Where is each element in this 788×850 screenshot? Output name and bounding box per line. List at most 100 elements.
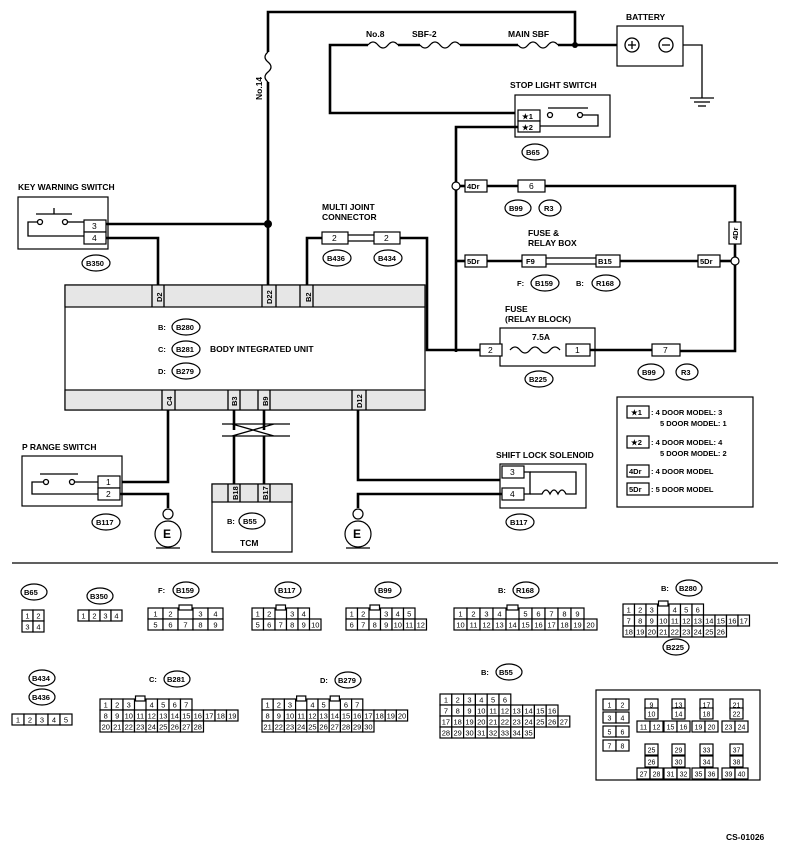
svg-text:B:: B: [576, 279, 584, 288]
svg-text:2: 2 [267, 610, 271, 619]
svg-text:4: 4 [114, 612, 118, 621]
connector-label-b280: B280 [679, 584, 697, 593]
svg-text:4Dr: 4Dr [467, 182, 480, 191]
svg-text:4: 4 [92, 233, 97, 243]
svg-text:17: 17 [703, 703, 711, 710]
svg-text:3: 3 [650, 606, 654, 615]
svg-text:22: 22 [501, 718, 509, 727]
svg-text:23: 23 [513, 718, 521, 727]
svg-text:2: 2 [92, 612, 96, 621]
connector-label-b99: B99 [378, 586, 392, 595]
svg-text:20: 20 [708, 725, 716, 732]
svg-text:★2: ★2 [522, 123, 533, 132]
svg-text:5: 5 [153, 621, 157, 630]
svg-text:1: 1 [25, 612, 29, 621]
svg-text:13: 13 [495, 621, 503, 630]
svg-text:7: 7 [279, 621, 283, 630]
svg-text:11: 11 [640, 725, 647, 732]
svg-text:8: 8 [456, 707, 460, 716]
pin-cell [615, 698, 630, 711]
pin-cell [59, 713, 73, 726]
svg-text:14: 14 [705, 617, 713, 626]
connector-label-b434: B434 [32, 674, 51, 683]
svg-text:E: E [163, 527, 171, 541]
legend: ★1 : 4 DOOR MODEL: 3 5 DOOR MODEL: 1 ★2 … [616, 396, 754, 508]
svg-text:4: 4 [479, 696, 483, 705]
svg-text:8: 8 [266, 712, 270, 721]
svg-text:B:: B: [158, 323, 166, 332]
svg-text:17: 17 [442, 718, 450, 727]
svg-text:B55: B55 [243, 517, 257, 526]
svg-text:C:: C: [149, 675, 157, 684]
fuse-no14-label: No.14 [254, 77, 264, 100]
svg-text:16: 16 [728, 617, 736, 626]
svg-text:19: 19 [387, 712, 395, 721]
svg-text:★1: ★1 [631, 408, 642, 417]
svg-text:9: 9 [213, 621, 217, 630]
svg-text:13: 13 [675, 703, 683, 710]
svg-text:15: 15 [521, 621, 529, 630]
svg-text:27: 27 [560, 718, 568, 727]
pin-cell [395, 709, 409, 722]
svg-text:B99: B99 [642, 368, 656, 377]
svg-text:6: 6 [621, 730, 625, 737]
svg-text:11: 11 [136, 712, 144, 721]
svg-text:3: 3 [288, 701, 292, 710]
svg-text:B65: B65 [526, 148, 540, 157]
connector-label-r168: R168 [516, 586, 534, 595]
svg-text:10: 10 [659, 617, 667, 626]
svg-text:: 4 DOOR MODEL: 4: : 4 DOOR MODEL: 4 [651, 438, 723, 447]
svg-text:19: 19 [695, 725, 703, 732]
svg-text:5: 5 [407, 610, 411, 619]
svg-text:15: 15 [182, 712, 190, 721]
pin-cell [714, 625, 728, 638]
svg-text:8: 8 [562, 610, 566, 619]
svg-text:D:: D: [158, 367, 166, 376]
svg-text:B436: B436 [327, 254, 345, 263]
svg-text:B281: B281 [176, 345, 194, 354]
svg-text:B279: B279 [176, 367, 194, 376]
svg-text:F:: F: [158, 586, 165, 595]
connector-label-b279: B279 [338, 676, 356, 685]
svg-text:C:: C: [158, 345, 166, 354]
svg-text:16: 16 [194, 712, 202, 721]
svg-text:23: 23 [136, 723, 144, 732]
battery: BATTERY [616, 12, 684, 67]
svg-text:4Dr: 4Dr [731, 227, 740, 240]
svg-text:7: 7 [361, 621, 365, 630]
svg-text:31: 31 [667, 772, 675, 779]
svg-text:37: 37 [733, 748, 741, 755]
svg-text:33: 33 [703, 748, 711, 755]
svg-text:B:: B: [227, 517, 235, 526]
svg-text:7: 7 [549, 610, 553, 619]
svg-text:35: 35 [524, 729, 532, 738]
svg-text:29: 29 [454, 729, 462, 738]
svg-text:2: 2 [456, 696, 460, 705]
svg-text:25: 25 [705, 628, 713, 637]
connector-label-b159: B159 [176, 586, 194, 595]
svg-text:11: 11 [297, 712, 305, 721]
svg-text:26: 26 [548, 718, 556, 727]
svg-text:2: 2 [488, 345, 493, 355]
connector-label-b65: B65 [24, 588, 38, 597]
svg-text:39: 39 [725, 772, 733, 779]
svg-text:B280: B280 [176, 323, 194, 332]
svg-text:2: 2 [332, 233, 337, 243]
svg-text:16: 16 [534, 621, 542, 630]
stop-light-switch: STOP LIGHT SWITCH ★1 ★2 B65 [510, 80, 611, 161]
svg-text:5: 5 [161, 701, 165, 710]
svg-text:7: 7 [183, 621, 187, 630]
svg-text:25: 25 [536, 718, 544, 727]
svg-text:32: 32 [680, 772, 688, 779]
svg-text:9: 9 [384, 621, 388, 630]
svg-text:20: 20 [398, 712, 406, 721]
pin-cell [737, 614, 751, 627]
svg-text:9: 9 [302, 621, 306, 630]
svg-text:B15: B15 [598, 257, 612, 266]
svg-text:2: 2 [115, 701, 119, 710]
svg-text:31: 31 [477, 729, 485, 738]
svg-text:B17: B17 [261, 486, 270, 500]
svg-text:B18: B18 [231, 486, 240, 500]
svg-text:D:: D: [320, 676, 328, 685]
pin-cell [649, 720, 664, 733]
